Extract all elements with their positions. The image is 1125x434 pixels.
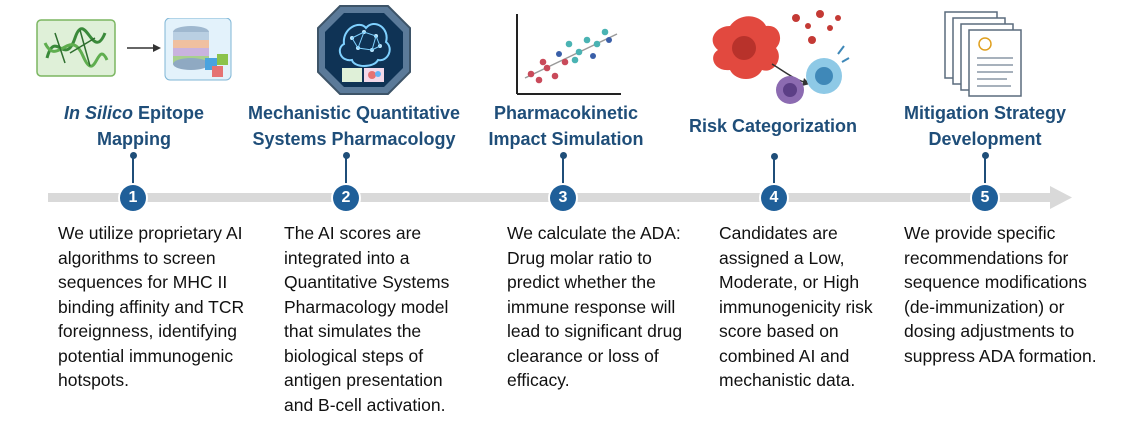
step-5-title: Mitigation Strategy Development [903,103,1066,149]
step-2-title: Mechanistic Quantitative Systems Pharmac… [247,103,461,149]
step-3-connector [562,154,564,184]
step-5-description: We provide specific recommendations for … [904,223,1097,366]
step-1-connector-dot [129,152,137,159]
ai-brain-chip-icon [317,5,411,95]
step-3-badge: 3 [550,185,576,211]
step-3-description: We calculate the ADA: Drug molar ratio t… [507,223,683,390]
step-2-connector [345,154,347,184]
step-4-connector-dot [770,153,778,160]
step-2-description: The AI scores are integrated into a Quan… [284,223,450,415]
step-1-title: In Silico Epitope Mapping [63,103,204,149]
step-5-connector-dot [981,152,989,159]
protein-to-database-icon [36,18,232,81]
immune-cells-icon [712,10,850,104]
step-5-badge: 5 [972,185,998,211]
step-4-title: Risk Categorization [688,116,858,136]
step-3-connector-dot [559,152,567,159]
step-4-description: Candidates are assigned a Low, Moderate,… [719,223,873,390]
scatter-plot-icon [516,14,621,95]
step-2-badge: 2 [333,185,359,211]
step-1-description: We utilize proprietary AI algorithms to … [58,223,245,390]
step-4-connector [773,156,775,184]
document-stack-icon [944,11,1022,97]
step-1-connector [132,154,134,184]
step-1-badge: 1 [120,185,146,211]
step-4-badge: 4 [761,185,787,211]
step-2-connector-dot [342,152,350,159]
step-3-title: Pharmacokinetic Impact Simulation [488,103,644,149]
step-5-connector [984,154,986,184]
